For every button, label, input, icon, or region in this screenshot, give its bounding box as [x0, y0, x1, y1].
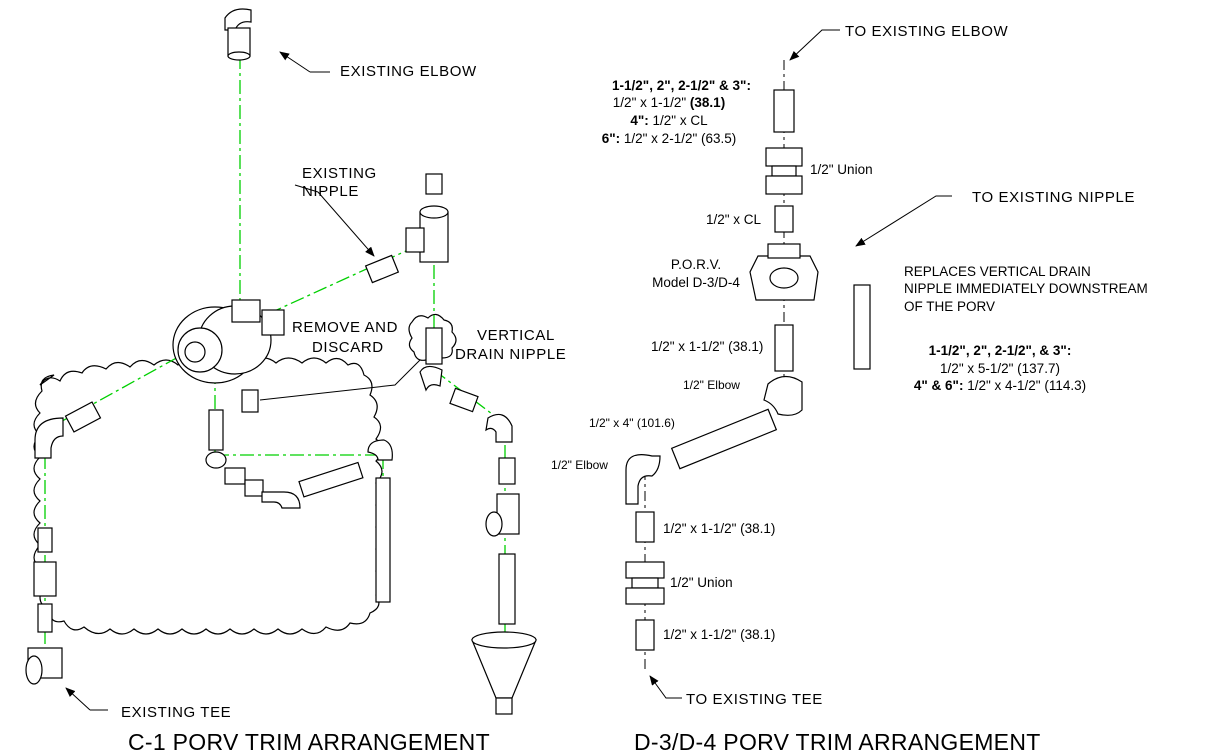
nipple-low1-label: 1/2" x 1-1/2" (38.1): [663, 521, 776, 536]
cloud-small: [408, 313, 457, 364]
porv-label-line1: P.O.R.V.: [670, 257, 722, 272]
top-nipple-sizes: 1-1/2", 2", 2-1/2" & 3":: [579, 76, 779, 96]
d3-nipple-4in: [670, 408, 778, 470]
rep-sizes-line2: 1/2" x 5-1/2" (137.7): [940, 361, 1060, 376]
replaces-line2: NIPPLE IMMEDIATELY DOWNSTREAM: [904, 281, 1148, 296]
rep-sizes-line1: 1-1/2", 2", 2-1/2", & 3":: [928, 343, 1072, 358]
porv-label-line2: Model D-3/D-4: [652, 275, 740, 290]
sizes-line4: 6": 1/2" x 2-1/2" (63.5): [601, 131, 737, 146]
d3-nipple-cl: [774, 205, 794, 233]
elbow-1-label: 1/2" Elbow: [683, 378, 740, 392]
c1-porv-body: [172, 299, 285, 413]
d3-nipple-top: [773, 89, 795, 133]
d3-porv-body: [749, 243, 819, 301]
vertical-drain-label-line2: DRAIN NIPPLE: [455, 346, 567, 363]
existing-nipple-label-line2: NIPPLE: [302, 183, 359, 200]
d3-elbow-1: [763, 375, 803, 416]
c1-drain-chain: [419, 327, 537, 715]
c1-title: C-1 PORV TRIM ARRANGEMENT: [128, 729, 490, 755]
d3d4-arrangement: [625, 29, 952, 699]
to-existing-nipple-label: TO EXISTING NIPPLE: [972, 189, 1136, 206]
existing-tee-upper: [405, 173, 449, 263]
removal-cloud: [33, 357, 383, 635]
union-top-label: 1/2" Union: [810, 162, 873, 177]
nipple-cl-label: 1/2" x CL: [706, 212, 762, 227]
union-bottom-label: 1/2" Union: [670, 575, 733, 590]
elbow-2-label: 1/2" Elbow: [551, 458, 608, 472]
rep-sizes-line3: 4" & 6": 1/2" x 4-1/2" (114.3): [913, 378, 1087, 393]
d3-nipple-low2: [635, 619, 655, 651]
existing-nipple-label-line1: EXISTING: [302, 165, 377, 182]
c1-arrangement: [25, 8, 537, 715]
sizes-line3: 4": 1/2" x CL: [630, 113, 708, 128]
replaces-line3: OF THE PORV: [904, 299, 996, 314]
remove-label-line1: REMOVE AND: [292, 319, 399, 336]
d3-nipple-low1: [635, 511, 655, 543]
d3-nipple-mid: [774, 324, 794, 372]
c1-left-chain: [25, 401, 102, 685]
existing-tee-label: EXISTING TEE: [121, 704, 232, 721]
existing-elbow-fitting: [224, 8, 252, 61]
nipple-4in-label: 1/2" x 4" (101.6): [589, 416, 675, 430]
replacement-nipple: [853, 284, 871, 370]
d3-union-bottom: [625, 561, 665, 605]
vertical-drain-label-line1: VERTICAL: [477, 327, 555, 344]
to-existing-tee-label: TO EXISTING TEE: [686, 691, 823, 708]
to-existing-elbow-label: TO EXISTING ELBOW: [845, 23, 1009, 40]
sizes-line2: 1/2" x 1-1/2" (38.1): [612, 95, 726, 110]
sizes-line1: 1-1/2", 2", 2-1/2" & 3":: [612, 78, 751, 93]
c1-middle-chain: [205, 409, 393, 603]
existing-elbow-label: EXISTING ELBOW: [340, 63, 477, 80]
replaces-line1: REPLACES VERTICAL DRAIN: [904, 264, 1091, 279]
d3-elbow-2: [625, 454, 661, 505]
existing-nipple-fitting: [364, 254, 400, 284]
d3-union-top: [765, 147, 803, 195]
d3d4-title: D-3/D-4 PORV TRIM ARRANGEMENT: [634, 729, 1041, 755]
remove-label-line2: DISCARD: [312, 339, 384, 356]
nipple-low2-label: 1/2" x 1-1/2" (38.1): [663, 627, 776, 642]
nipple-mid-label: 1/2" x 1-1/2" (38.1): [651, 339, 764, 354]
